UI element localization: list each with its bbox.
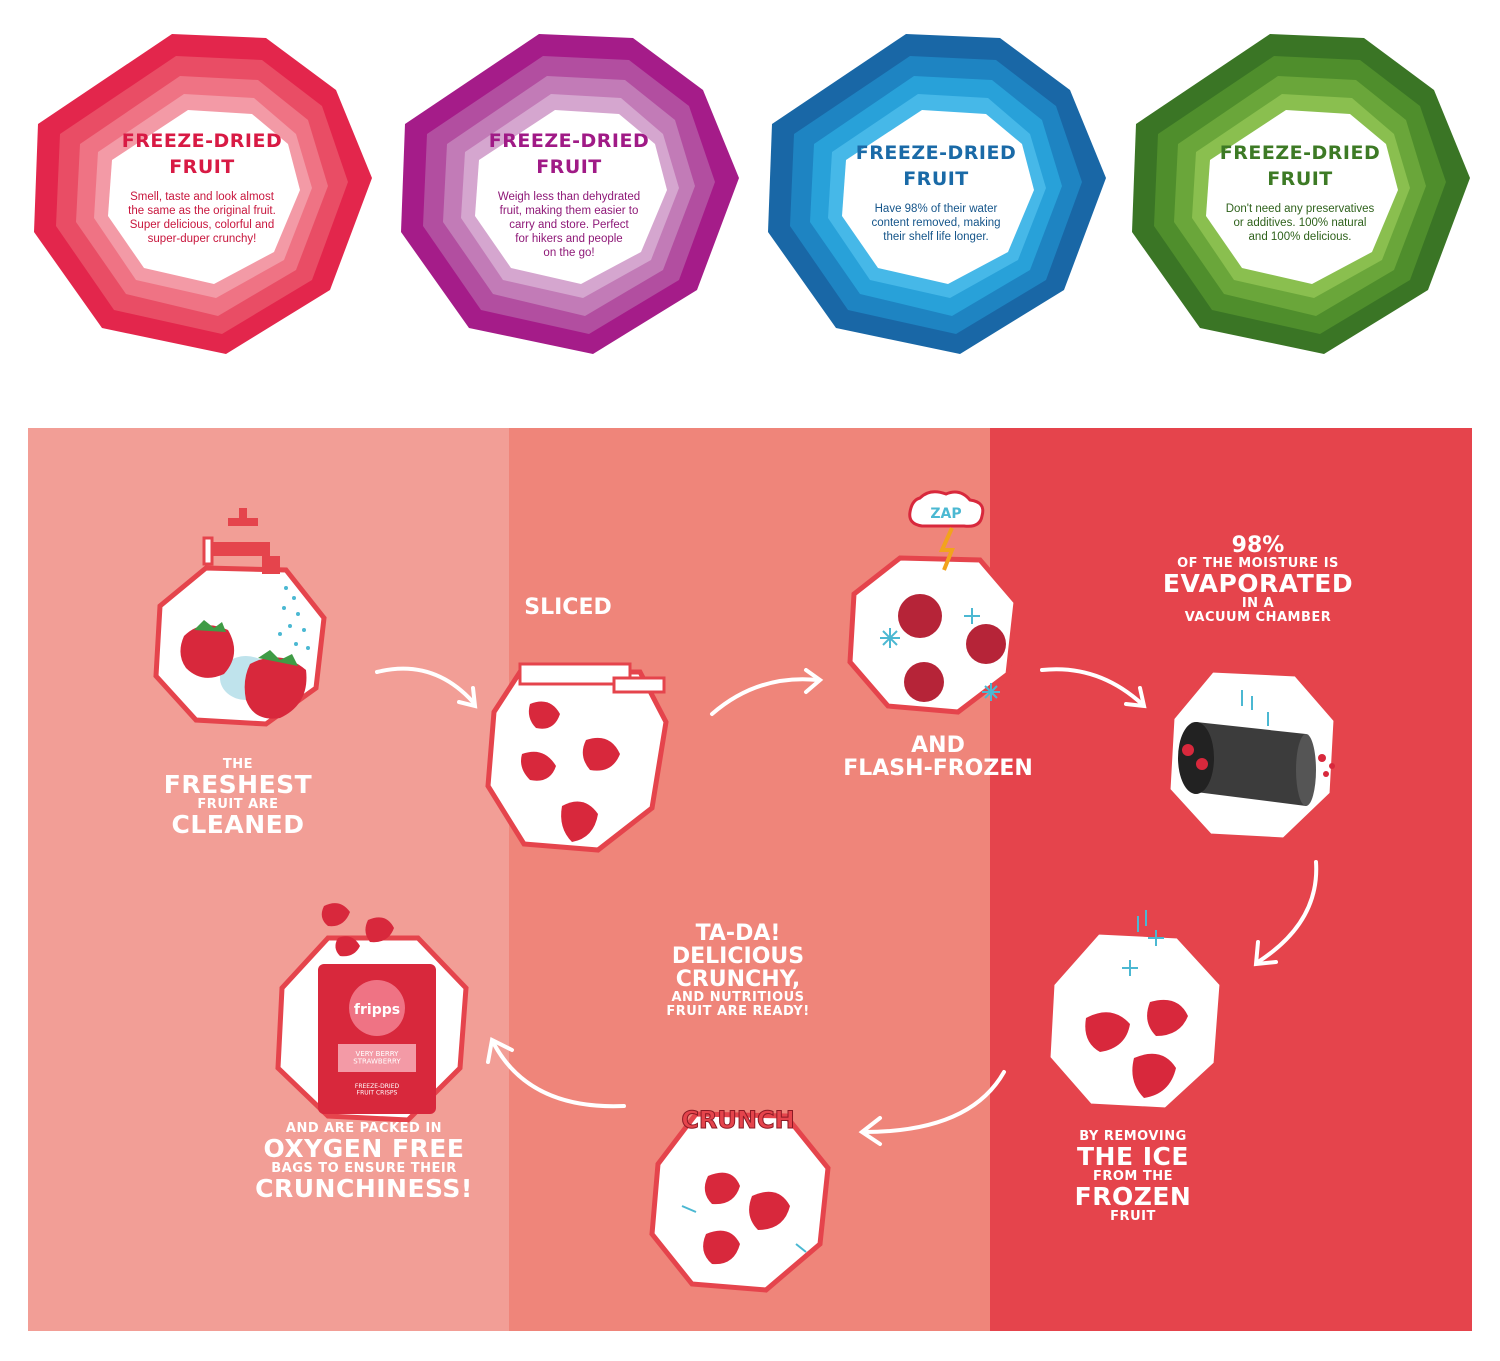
sliced-illustration	[485, 662, 669, 853]
step-packed-caption: AND ARE PACKED IN OXYGEN FREE BAGS TO EN…	[254, 1122, 474, 1202]
caption-line: 98%	[1231, 533, 1285, 558]
badge-1: FREEZE-DRIED FRUIT Smell, taste and look…	[30, 28, 374, 358]
snowflake-icon	[880, 608, 1000, 701]
brand-logo: fripps	[354, 1002, 400, 1018]
caption-line: CLEANED	[171, 809, 305, 839]
caption-line: FLASH-FROZEN	[843, 756, 1033, 782]
badge-title: FREEZE-DRIED FRUIT	[1219, 142, 1381, 190]
caption-line: DELICIOUS	[671, 944, 805, 970]
caption-line: FROM THE	[1092, 1168, 1174, 1184]
badge-4: FREEZE-DRIED FRUIT Don't need any preser…	[1128, 28, 1472, 358]
badge-title: FREEZE-DRIED FRUIT	[855, 142, 1017, 190]
badge-2: FREEZE-DRIED FRUIT Weigh less than dehyd…	[397, 28, 741, 358]
arrow-icon	[710, 668, 824, 716]
arrow-icon	[375, 666, 478, 709]
caption-line: FRUIT ARE READY!	[666, 1003, 810, 1019]
caption-line: IN A	[1241, 595, 1275, 611]
caption-line: TA-DA!	[695, 921, 781, 946]
heptagon-badge-shape	[768, 34, 1106, 354]
caption-line: SLICED	[524, 595, 612, 620]
step-sliced-caption: SLICED	[508, 596, 628, 619]
caption-line: BAGS TO ENSURE THEIR	[271, 1160, 457, 1176]
caption-line: OF THE MOISTURE IS	[1177, 556, 1339, 572]
caption-line: EVAPORATED	[1162, 568, 1354, 598]
vacuum-chamber-illustration	[1165, 667, 1339, 843]
washing-illustration	[153, 508, 327, 727]
crunch-label: CRUNCH	[681, 1106, 794, 1134]
heptagon-badge-shape	[1132, 34, 1470, 354]
badge-description: Have 98% of their water content removed,…	[871, 203, 1001, 243]
step-frozen-caption: AND FLASH-FROZEN	[828, 734, 1048, 780]
badge-title: FREEZE-DRIED FRUIT	[488, 130, 650, 178]
caption-line: VACUUM CHAMBER	[1184, 609, 1332, 625]
caption-line: AND	[911, 733, 965, 758]
caption-line: AND ARE PACKED IN	[285, 1121, 443, 1136]
heptagon-badge-shape	[401, 34, 739, 354]
badge-3: FREEZE-DRIED FRUIT Have 98% of their wat…	[764, 28, 1108, 358]
caption-line: FRUIT ARE	[197, 796, 279, 812]
caption-line: THE ICE	[1077, 1141, 1189, 1171]
badge-description: Smell, taste and look almost the same as…	[128, 191, 276, 245]
crunch-illustration: CRUNCH	[649, 1106, 831, 1293]
caption-line: THE	[222, 757, 254, 772]
step-ready-caption: TA-DA! DELICIOUS CRUNCHY, AND NUTRITIOUS…	[648, 922, 828, 1019]
caption-line: FRUIT	[1110, 1208, 1156, 1224]
step-evaporated-caption: 98% OF THE MOISTURE IS EVAPORATED IN A V…	[1158, 534, 1358, 624]
caption-line: CRUNCHY,	[675, 967, 801, 993]
heptagon-badge-shape	[34, 34, 372, 354]
zap-label: ZAP	[930, 506, 961, 522]
arrow-icon	[858, 1070, 1006, 1146]
ice-removed-illustration	[1045, 910, 1225, 1113]
column-dark	[990, 428, 1472, 1331]
caption-line: AND NUTRITIOUS	[671, 990, 805, 1006]
arrow-icon	[1253, 860, 1319, 967]
freezing-illustration: ZAP	[847, 490, 1019, 715]
badge-description: Don't need any preservatives or additive…	[1225, 203, 1375, 243]
caption-line: OXYGEN FREE	[263, 1133, 465, 1163]
caption-line: CRUNCHINESS!	[255, 1173, 473, 1203]
caption-line: FRESHEST	[163, 769, 313, 799]
arrow-icon	[1040, 667, 1147, 709]
caption-line: FROZEN	[1074, 1181, 1192, 1211]
step-cleaned-caption: THE FRESHEST FRUIT ARE CLEANED	[158, 758, 318, 838]
badge-title: FREEZE-DRIED FRUIT	[121, 130, 283, 178]
arrow-icon	[486, 1037, 626, 1109]
process-panel: THE FRESHEST FRUIT ARE CLEANED SLICED ZA…	[28, 428, 1472, 1331]
step-removing-caption: BY REMOVING THE ICE FROM THE FROZEN FRUI…	[1058, 1130, 1208, 1223]
badge-description: Weigh less than dehydrated fruit, making…	[497, 191, 641, 259]
knife-icon	[518, 662, 632, 686]
caption-line: BY REMOVING	[1079, 1129, 1187, 1144]
